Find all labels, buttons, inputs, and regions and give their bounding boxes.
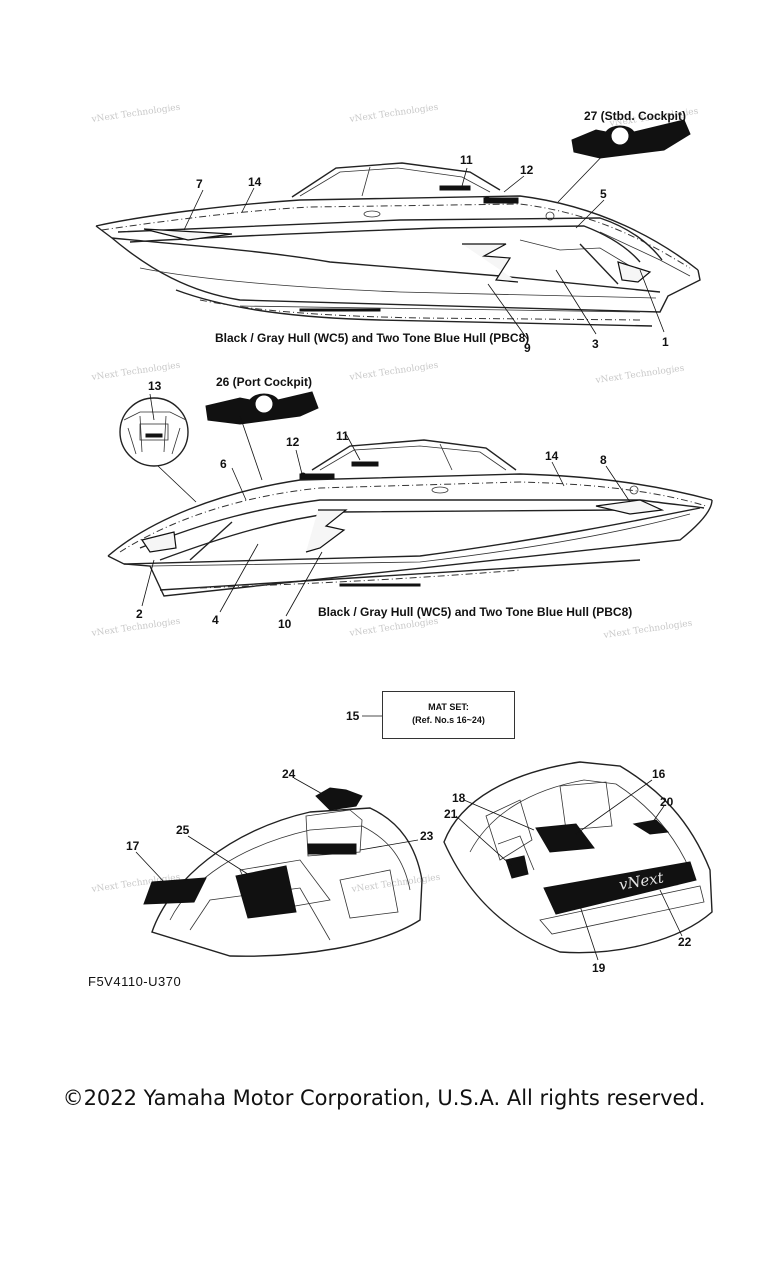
watermark-logo: vNext xyxy=(618,868,666,894)
mat-24 xyxy=(315,787,363,811)
callout-9: 9 xyxy=(524,341,531,355)
mat-set-refs: (Ref. No.s 16~24) xyxy=(412,715,485,725)
stern-interior-view: vNext xyxy=(443,761,713,954)
callout-26: 26 (Port Cockpit) xyxy=(216,375,312,389)
callout-16: 16 xyxy=(652,767,666,781)
callout-11: 11 xyxy=(336,429,349,443)
mat-16 xyxy=(535,823,595,853)
mat-20 xyxy=(632,819,670,835)
callout-4: 4 xyxy=(212,613,219,627)
decal-8 xyxy=(595,499,665,515)
callout-1: 1 xyxy=(662,335,669,349)
watermark: vNext Technologies xyxy=(348,103,439,126)
callout-14: 14 xyxy=(248,175,262,189)
callout-20: 20 xyxy=(660,795,674,809)
callout-27: 27 (Stbd. Cockpit) xyxy=(584,109,686,123)
windshield-logo-decal xyxy=(439,185,471,191)
watermark: vNext Technologies xyxy=(348,361,439,384)
callout-6: 6 xyxy=(220,457,227,471)
callout-21: 21 xyxy=(444,807,458,821)
callout-13: 13 xyxy=(148,379,162,393)
copyright-notice: ©2022 Yamaha Motor Corporation, U.S.A. A… xyxy=(62,1086,706,1110)
starboard-leaders xyxy=(183,147,665,341)
port-hull-view xyxy=(107,391,713,597)
watermark: vNext Technologies xyxy=(90,103,181,126)
decal-1 xyxy=(617,261,652,283)
callout-12: 12 xyxy=(286,435,300,449)
callout-8: 8 xyxy=(600,453,607,467)
callout-15: 15 xyxy=(346,709,360,723)
watermark: vNext Technologies xyxy=(594,364,685,387)
starboard-hull-view xyxy=(95,119,701,327)
bow-interior-view xyxy=(143,787,423,957)
decal-2 xyxy=(141,531,177,553)
watermark: vNext Technologies xyxy=(90,361,181,384)
callout-2: 2 xyxy=(136,607,143,621)
mat-23 xyxy=(307,843,357,855)
mat-21 xyxy=(505,855,529,879)
callout-22: 22 xyxy=(678,935,692,949)
detail-13-inset xyxy=(119,397,189,467)
callout-10: 10 xyxy=(278,617,292,631)
mat-17 xyxy=(143,877,207,905)
callout-5: 5 xyxy=(600,187,607,201)
bow-leaders xyxy=(135,777,419,885)
callout-14: 14 xyxy=(545,449,559,463)
callout-25: 25 xyxy=(176,823,190,837)
port-leaders xyxy=(141,393,631,617)
callout-18: 18 xyxy=(452,791,466,805)
hull-caption-top: Black / Gray Hull (WC5) and Two Tone Blu… xyxy=(215,331,529,345)
watermark: vNext Technologies xyxy=(350,873,441,896)
diagram-part-code: F5V4110-U370 xyxy=(88,974,182,989)
callout-17: 17 xyxy=(126,839,140,853)
stern-leaders xyxy=(455,779,683,961)
callout-24: 24 xyxy=(282,767,296,781)
mat-22 xyxy=(539,885,705,935)
callout-3: 3 xyxy=(592,337,599,351)
watermark: vNext Technologies xyxy=(348,617,439,640)
watermark: vNext Technologies xyxy=(602,619,693,642)
callout-11: 11 xyxy=(460,153,473,167)
mat-19 xyxy=(543,861,697,915)
hull-caption-bottom: Black / Gray Hull (WC5) and Two Tone Blu… xyxy=(318,605,632,619)
callout-19: 19 xyxy=(592,961,606,975)
callout-23: 23 xyxy=(420,829,434,843)
mat-25 xyxy=(235,865,297,919)
decal-7 xyxy=(143,228,233,241)
decal-27-stbd-cockpit xyxy=(571,119,691,159)
callout-7: 7 xyxy=(196,177,203,191)
windshield-logo-decal xyxy=(351,461,379,467)
mat-set-title: MAT SET: xyxy=(428,702,469,712)
callout-12: 12 xyxy=(520,163,534,177)
mat-set-box: MAT SET: (Ref. No.s 16~24) xyxy=(382,691,515,739)
